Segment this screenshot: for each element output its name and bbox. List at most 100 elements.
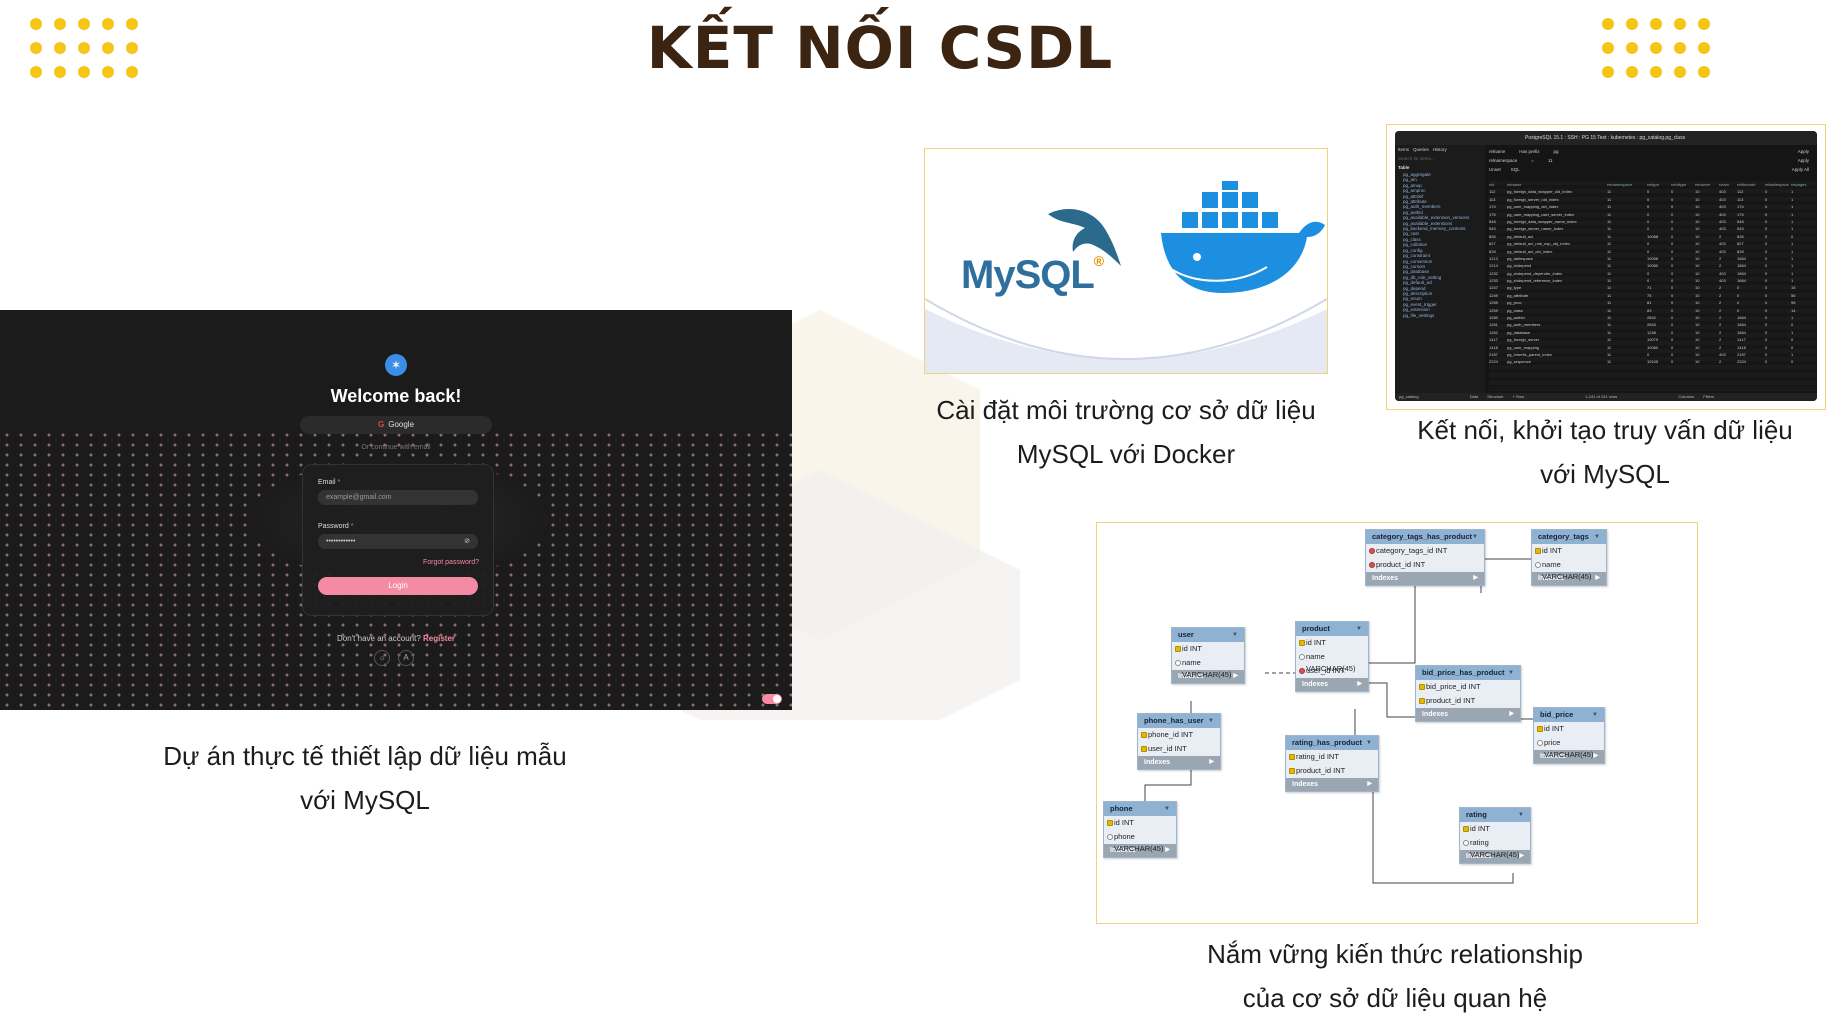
footer-db[interactable]: pg_catalog	[1399, 394, 1419, 399]
tab-history[interactable]: History	[1432, 147, 1447, 152]
language-icon[interactable]: A	[398, 650, 414, 666]
sidebar-table-item[interactable]: pg_config	[1403, 247, 1423, 253]
sidebar-table-item[interactable]: pg_conversion	[1403, 258, 1433, 264]
sidebar-table-item[interactable]: pg_collation	[1403, 242, 1428, 248]
filter2-field[interactable]: relnamespace	[1489, 158, 1518, 163]
table-cell: 11	[1607, 263, 1612, 269]
sidebar-table-item[interactable]: pg_aggregate	[1403, 172, 1431, 177]
theme-toggle-icon[interactable]: ☼	[374, 650, 390, 666]
table-cell: pg_user_mapping_oid_index	[1507, 204, 1559, 210]
sidebar-table-item[interactable]: pg_event_trigger	[1403, 301, 1437, 307]
sidebar-table-item[interactable]: pg_authid	[1403, 209, 1423, 215]
table-cell: 10	[1695, 241, 1700, 247]
footer-columns[interactable]: Columns	[1678, 394, 1695, 399]
sidebar-table-item[interactable]: pg_am	[1403, 177, 1417, 183]
filter2-value[interactable]: 11	[1547, 158, 1553, 163]
sidebar-table-item[interactable]: pg_available_extensions	[1403, 220, 1453, 226]
tab-items[interactable]: Items	[1398, 147, 1410, 152]
footer-tab-data[interactable]: Data	[1469, 394, 1479, 399]
filter1-operator[interactable]: Has prefix	[1519, 149, 1540, 154]
sidebar-table-item[interactable]: pg_cursors	[1403, 263, 1426, 269]
sidebar-table-item[interactable]: pg_attribute	[1403, 199, 1427, 205]
filter1-value[interactable]: pg	[1553, 149, 1559, 154]
mode-toggle[interactable]	[762, 694, 782, 704]
sidebar-table-item[interactable]: pg_default_acl	[1403, 280, 1433, 286]
login-button[interactable]: Login	[318, 577, 478, 595]
sql-button[interactable]: SQL	[1510, 167, 1520, 172]
unset-button[interactable]: Unset	[1489, 167, 1501, 172]
er-table-title: bid_price_has_product	[1416, 666, 1520, 680]
tab-queries[interactable]: Queries	[1413, 147, 1429, 152]
er-table-category-tags-has-product[interactable]: category_tags_has_productcategory_tags_i…	[1365, 529, 1485, 586]
table-cell: 0	[1671, 337, 1674, 343]
sidebar-table-item[interactable]: pg_constraint	[1403, 253, 1431, 259]
er-table-rating-has-product[interactable]: rating_has_productrating_id INTproduct_i…	[1285, 735, 1379, 792]
apply-button[interactable]: Apply	[1797, 149, 1809, 154]
sidebar-search[interactable]: Search for items...	[1398, 156, 1435, 161]
sidebar-table-item[interactable]: pg_amop	[1403, 182, 1422, 188]
sidebar-table-item[interactable]: pg_auth_members	[1403, 204, 1441, 210]
eye-off-icon[interactable]: ⊘	[464, 538, 470, 545]
sidebar-table-item[interactable]: pg_backend_memory_contexts	[1403, 226, 1466, 232]
sidebar-table-item[interactable]: pg_enum	[1403, 296, 1422, 302]
sidebar-table-item[interactable]: pg_description	[1403, 290, 1433, 296]
register-link[interactable]: Register	[423, 634, 456, 643]
apply-button[interactable]: Apply	[1797, 158, 1809, 163]
filter1-field[interactable]: relname	[1489, 149, 1506, 154]
footer-filters[interactable]: Filters	[1703, 394, 1715, 399]
sidebar-table-item[interactable]: pg_class	[1403, 236, 1421, 242]
sidebar-table-item[interactable]: pg_cast	[1403, 231, 1419, 237]
er-table-bid-price-has-product[interactable]: bid_price_has_productbid_price_id INTpro…	[1415, 665, 1521, 722]
footer-add-row[interactable]: + Row	[1512, 394, 1525, 399]
apply-all-button[interactable]: Apply All	[1791, 167, 1809, 172]
caption-docker-line1: Cài đặt môi trường cơ sở dữ liệu	[936, 395, 1316, 425]
sidebar-table-item[interactable]: pg_database	[1403, 269, 1430, 275]
sidebar-table-item[interactable]: pg_available_extension_versions	[1403, 215, 1470, 221]
filter2-operator[interactable]: =	[1531, 158, 1534, 163]
footer-tab-structure[interactable]: Structure	[1487, 394, 1504, 399]
sidebar-table-item[interactable]: pg_attrdef	[1403, 193, 1424, 199]
table-cell: 826	[1737, 233, 1744, 239]
sidebar-table-item[interactable]: pg_depend	[1403, 285, 1426, 291]
forgot-password-link[interactable]: Forgot password?	[422, 559, 479, 566]
sidebar-table-item[interactable]: pg_amproc	[1403, 188, 1426, 194]
email-field[interactable]: example@gmail.com	[318, 490, 478, 505]
table-cell: 10	[1695, 248, 1700, 254]
password-field[interactable]: ••••••••••••⊘	[318, 534, 478, 549]
sidebar-table-item[interactable]: pg_db_role_setting	[1403, 274, 1442, 280]
sidebar-table-item[interactable]: pg_extension	[1403, 307, 1430, 313]
sidebar-table-item[interactable]: pg_file_settings	[1403, 312, 1435, 318]
